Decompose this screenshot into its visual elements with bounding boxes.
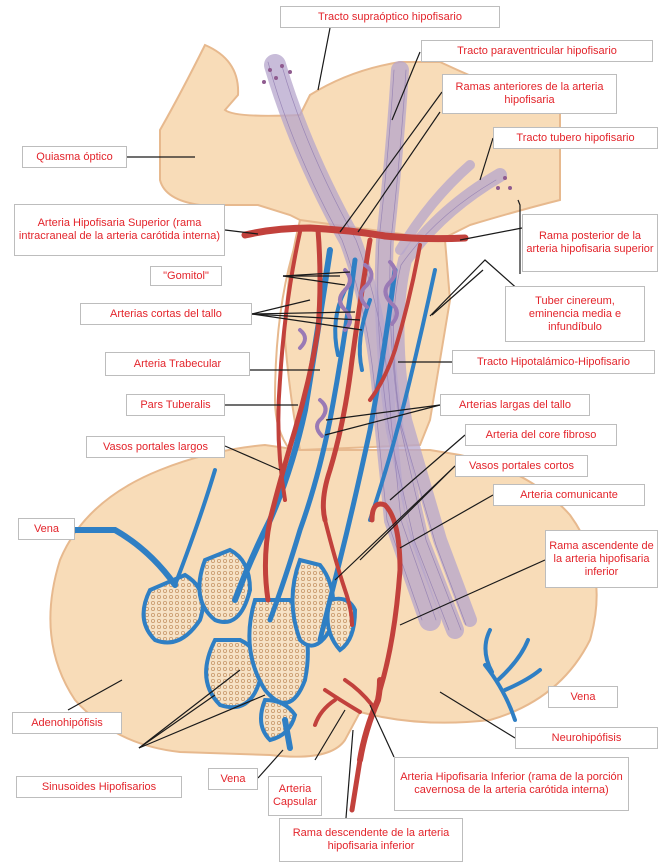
label-vein-left: Vena <box>18 518 75 540</box>
label-long-portal-vessels: Vasos portales largos <box>86 436 225 458</box>
label-supraoptic-tract: Tracto supraóptico hipofisario <box>280 6 500 28</box>
label-anterior-branches: Ramas anteriores de la arteria hipofisar… <box>442 74 617 114</box>
label-posterior-branch: Rama posterior de la arteria hipofisaria… <box>522 214 658 272</box>
label-pars-tuberalis: Pars Tuberalis <box>126 394 225 416</box>
label-hypothalamic-tract: Tracto Hipotalámico-Hipofisario <box>452 350 655 374</box>
label-vein-right: Vena <box>548 686 618 708</box>
label-communicating-artery: Arteria comunicante <box>493 484 645 506</box>
label-neurohypophysis: Neurohipófisis <box>515 727 658 749</box>
label-adenohypophysis: Adenohipófisis <box>12 712 122 734</box>
label-optic-chiasm: Quiasma óptico <box>22 146 127 168</box>
label-tuberohypophyseal-tract: Tracto tubero hipofisario <box>493 127 658 149</box>
label-gomitol: "Gomitol" <box>150 266 222 286</box>
label-superior-artery: Arteria Hipofisaria Superior (rama intra… <box>14 204 225 256</box>
label-descending-branch: Rama descendente de la arteria hipofisar… <box>279 818 463 862</box>
label-fibrous-core-artery: Arteria del core fibroso <box>465 424 617 446</box>
label-short-portal-vessels: Vasos portales cortos <box>455 455 588 477</box>
label-trabecular-artery: Arteria Trabecular <box>105 352 250 376</box>
label-tuber-cinereum: Tuber cinereum, eminencia media e infund… <box>505 286 645 342</box>
label-sinusoids: Sinusoides Hipofisarios <box>16 776 182 798</box>
label-vein-bottom: Vena <box>208 768 258 790</box>
label-capsular-artery: Arteria Capsular <box>268 776 322 816</box>
label-long-stalk-arteries: Arterias largas del tallo <box>440 394 590 416</box>
label-paraventricular-tract: Tracto paraventricular hipofisario <box>421 40 653 62</box>
label-inferior-artery: Arteria Hipofisaria Inferior (rama de la… <box>394 757 629 811</box>
label-ascending-branch: Rama ascendente de la arteria hipofisari… <box>545 530 658 588</box>
label-short-stalk-arteries: Arterias cortas del tallo <box>80 303 252 325</box>
